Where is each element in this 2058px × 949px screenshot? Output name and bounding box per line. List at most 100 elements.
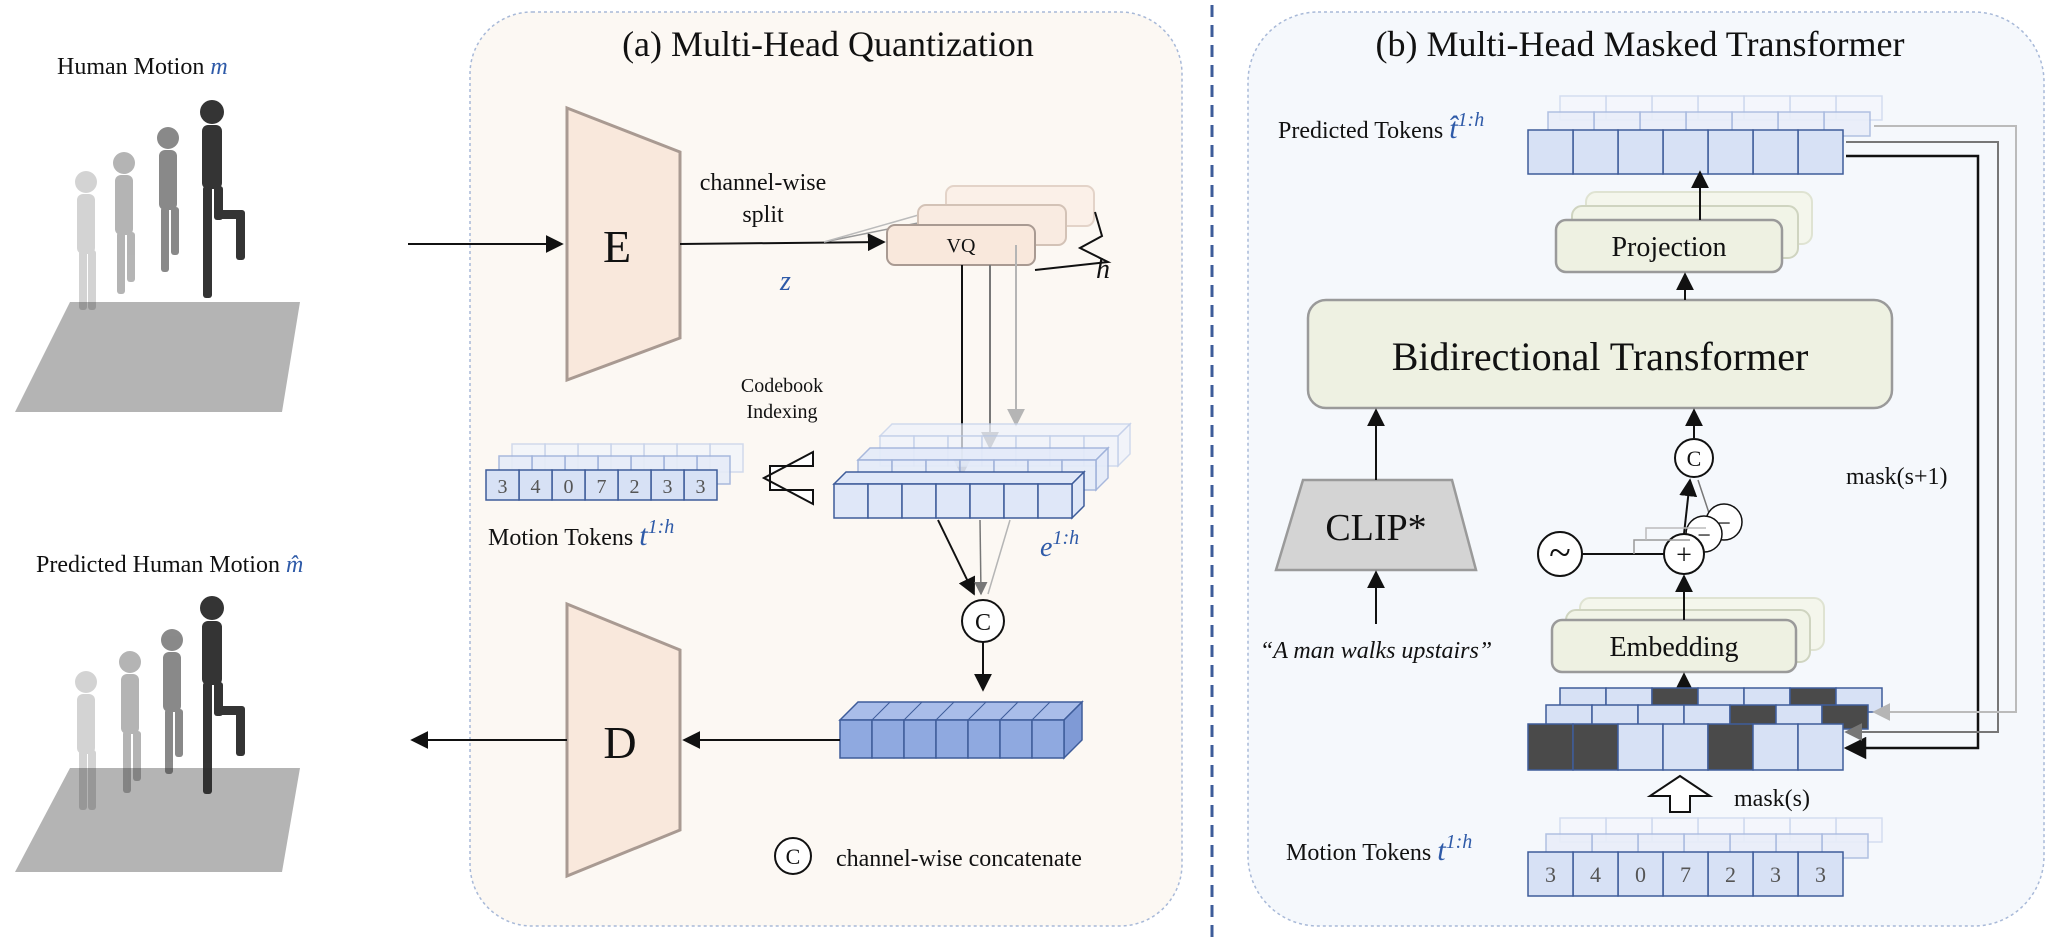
token-b-cell <box>1527 851 1574 897</box>
motion-tokens-b: 3 4 0 7 2 3 3 <box>1527 817 1883 897</box>
latent-top <box>838 701 1084 721</box>
pred-front-cell <box>1797 129 1844 175</box>
masked-front-cell <box>1752 723 1799 771</box>
token-a-cell <box>617 469 652 501</box>
pred-front-cell <box>1572 129 1619 175</box>
token-b-value: 2 <box>1725 862 1736 887</box>
latent-cell <box>871 719 905 759</box>
legend-concat-text: channel-wise concatenate <box>836 846 1082 872</box>
latent-edge <box>1031 701 1051 721</box>
token-a-value: 3 <box>696 476 706 498</box>
embed-front-cell <box>1003 483 1039 519</box>
positional-encoding-symbol: ~ <box>1549 530 1571 575</box>
latent-edge <box>903 701 923 721</box>
quantized-latent-block <box>838 700 1084 760</box>
concat-node-b <box>1674 438 1714 478</box>
token-b-cell <box>1617 851 1664 897</box>
token-b-cell <box>1752 851 1799 897</box>
mask-next-label: mask(s+1) <box>1846 464 1948 490</box>
pred-front-cell <box>1752 129 1799 175</box>
token-a-value: 3 <box>663 476 673 498</box>
panel-b-title: (b) Multi-Head Masked Transformer <box>1376 24 1905 64</box>
embed-front-cell <box>969 483 1005 519</box>
token-a-value: 0 <box>564 476 574 498</box>
motion-tokens-b-label: Motion Tokens t1:h <box>1286 831 1472 867</box>
input-motion-figure: Human Motion m <box>15 54 300 412</box>
input-motion-floor <box>15 302 300 412</box>
clip-encoder <box>1274 478 1478 572</box>
latent-cell <box>935 719 969 759</box>
embed-to-concat-2 <box>974 519 988 596</box>
embed-front-cell <box>1037 483 1073 519</box>
masked-front-masked-cell <box>1527 723 1574 771</box>
concat-node-a-label: C <box>975 610 991 636</box>
vq-label: VQ <box>947 235 976 257</box>
codebook-indexing-arrow <box>761 450 814 506</box>
input-motion-poses <box>75 100 245 310</box>
mask-hollow-arrow <box>1646 774 1714 813</box>
embed-front-cell <box>901 483 937 519</box>
token-a-cell <box>518 469 553 501</box>
transformer-label: Bidirectional Transformer <box>1392 334 1809 379</box>
output-motion-poses <box>75 596 245 810</box>
token-b-value: 3 <box>1815 862 1826 887</box>
mask-next-feedback-light <box>1872 125 2017 721</box>
split-arrow <box>679 233 886 252</box>
pred-front-cell <box>1662 129 1709 175</box>
embed-back-top <box>878 423 1132 437</box>
latent-symbol: z <box>779 266 791 297</box>
token-b-value: 7 <box>1680 862 1691 887</box>
embedding-label: Embedding <box>1609 632 1738 663</box>
embed-to-concat-3 <box>987 519 1011 595</box>
token-b-value: 0 <box>1635 862 1646 887</box>
encoder-label: E <box>603 221 631 272</box>
token-b-value: 3 <box>1545 862 1556 887</box>
latent-edge <box>871 701 891 721</box>
masked-front-masked-cell <box>1707 723 1754 771</box>
token-a-value: 4 <box>531 476 541 498</box>
token-a-cell <box>683 469 718 501</box>
token-b-value: 4 <box>1590 862 1601 887</box>
split-label-line1: channel-wise <box>700 170 827 196</box>
mask-next-feedback-black <box>1843 154 1980 760</box>
pred-front-cell <box>1617 129 1664 175</box>
text-prompt: “A man walks upstairs” <box>1260 638 1492 664</box>
latent-cell <box>999 719 1033 759</box>
predicted-tokens-label: Predicted Tokens t̂1:h <box>1278 109 1484 145</box>
pred-front-cell <box>1527 129 1574 175</box>
mask-next-feedback-gray <box>1844 141 1999 741</box>
embed-mid-top <box>856 447 1110 461</box>
legend-concat-icon <box>774 837 812 875</box>
legend-concat-icon-label: C <box>786 844 801 869</box>
decoder-label: D <box>603 717 636 768</box>
pe-to-add-gray-1 <box>1633 539 1690 554</box>
latent-edge <box>999 701 1019 721</box>
token-a-value: 3 <box>498 476 508 498</box>
heads-symbol: h <box>1096 254 1110 285</box>
codebook-label-line2: Indexing <box>746 401 817 423</box>
projection-box <box>1554 218 1784 274</box>
predicted-tokens <box>1527 95 1883 175</box>
token-a-cell <box>584 469 619 501</box>
encoder-block <box>565 105 682 383</box>
pe-to-add-gray-2 <box>1645 527 1706 540</box>
token-b-cell <box>1797 851 1844 897</box>
codebook-label-line1: Codebook <box>741 375 823 397</box>
add-node-front-symbol: + <box>1676 540 1692 571</box>
token-a-cell <box>650 469 685 501</box>
token-b-value: 3 <box>1770 862 1781 887</box>
output-motion-label: Predicted Human Motion m̂ <box>36 552 303 578</box>
motion-tokens-a-label: Motion Tokens t1:h <box>488 516 674 552</box>
add-to-concat-arrow-1 <box>1679 478 1698 535</box>
embed-symbol: e1:h <box>1040 527 1079 563</box>
projection-label: Projection <box>1611 232 1726 263</box>
latent-edge <box>967 701 987 721</box>
latent-cell <box>1031 719 1065 759</box>
input-motion-label: Human Motion m <box>57 54 228 80</box>
token-b-cell <box>1662 851 1709 897</box>
embedding-rows <box>832 422 1132 520</box>
heads-brace <box>1034 211 1112 271</box>
token-a-cell <box>485 469 520 501</box>
